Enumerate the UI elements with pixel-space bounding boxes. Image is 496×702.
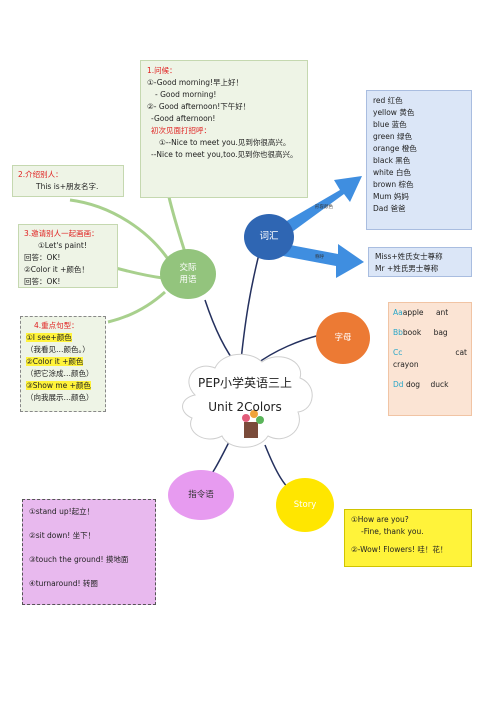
intro-title: 2.介绍别人： (18, 170, 63, 179)
greeting-line: ①-Good morning!早上好！ (147, 78, 244, 87)
title-item: Mr +姓氏男士尊称 (375, 264, 439, 273)
letter-word: dog (405, 380, 421, 389)
pattern-title: 4.重点句型： (34, 321, 79, 330)
pattern-line: ①I see+颜色 (26, 333, 72, 342)
pattern-line: （把它涂成…颜色） (26, 369, 94, 378)
vocab-item: orange 橙色 (373, 144, 417, 153)
invite-line: ②Color it +颜色！ (24, 265, 89, 274)
node-zimu: 字母 (316, 312, 370, 364)
intro-text: This is+朋友名字. (36, 182, 99, 191)
greeting-line: -Good afternoon! (151, 114, 216, 123)
center-subtitle: Unit 2Colors (208, 400, 282, 414)
vocab-item: Mum 妈妈 (373, 192, 409, 201)
command-item: ②sit down! 坐下！ (29, 531, 96, 540)
greeting-line: - Good morning! (155, 90, 217, 99)
pattern-line: （我看见…颜色。） (26, 345, 90, 354)
pattern-line: ②Color it +颜色 (26, 357, 84, 366)
vocab-item: yellow 黄色 (373, 108, 415, 117)
pattern-box: 4.重点句型： ①I see+颜色 （我看见…颜色。） ②Color it +颜… (20, 316, 106, 412)
story-line: ②-Wow! Flowers! 哇！花！ (351, 545, 448, 554)
letter-row: Dd dog duck (393, 379, 467, 391)
center-topic: PEP小学英语三上 Unit 2Colors (190, 374, 300, 416)
title-box: Miss+姓氏女士尊称 Mr +姓氏男士尊称 (368, 247, 472, 277)
command-item: ④turnaround! 转圈 (29, 579, 98, 588)
node-zhiling: 指令语 (168, 470, 234, 520)
branch-label-lower: 称呼 (315, 253, 324, 260)
letter-word: cat (455, 348, 467, 357)
letter-word: bag (433, 328, 448, 337)
greeting-title: 1.问候： (147, 66, 177, 75)
letter-word: apple (402, 308, 424, 317)
arrow-title (283, 244, 364, 278)
pattern-line: ③Show me +颜色 (26, 381, 91, 390)
branch-pattern (107, 290, 167, 324)
pattern-line: （向我展示…颜色） (26, 393, 94, 402)
command-item: ③touch the ground! 摸地面 (29, 555, 129, 564)
letters-box: Aaapple ant Bbbook bag Cc cat crayon Dd … (388, 302, 472, 416)
vocab-item: black 黑色 (373, 156, 411, 165)
letter-word: crayon (393, 360, 419, 369)
node-cihui: 词汇 (244, 214, 294, 260)
letter-row: Bbbook bag (393, 327, 467, 339)
vocab-item: red 红色 (373, 96, 403, 105)
vocab-item: green 绿色 (373, 132, 413, 141)
letter: Aa (393, 308, 403, 317)
greeting-box: 1.问候： ①-Good morning!早上好！ - Good morning… (140, 60, 308, 198)
branch-cihui (239, 249, 261, 371)
letter: Dd (393, 380, 404, 389)
invite-box: 3.邀请别人一起画画： ①Let's paint! 回答：OK! ②Color … (18, 224, 118, 288)
branch-intro (69, 198, 174, 266)
letter-word: ant (435, 308, 449, 317)
command-item: ①stand up!起立！ (29, 507, 95, 516)
intro-box: 2.介绍别人： This is+朋友名字. (12, 165, 124, 197)
vocab-item: blue 蓝色 (373, 120, 407, 129)
title-item: Miss+姓氏女士尊称 (375, 252, 443, 261)
arrow-vocab (285, 176, 362, 232)
letter-word: duck (430, 380, 449, 389)
center-title: PEP小学英语三上 (197, 376, 293, 390)
vocab-box: red 红色 yellow 黄色 blue 蓝色 green 绿色 orange… (366, 90, 472, 230)
story-line: ①How are you? (351, 515, 409, 524)
invite-line: 回答：OK! (24, 277, 61, 286)
invite-title: 3.邀请别人一起画画： (24, 229, 99, 238)
flower-pot-icon (242, 410, 264, 438)
greeting-line: --Nice to meet you,too.见到你也很高兴。 (151, 150, 298, 159)
greeting-subtitle: 初次见面打招呼： (151, 126, 211, 135)
branch-invite (114, 266, 164, 280)
node-jiaoji: 交际 用语 (160, 249, 216, 299)
letter-row: Cc cat (393, 347, 467, 359)
node-story: Story (276, 478, 334, 532)
greeting-line: ②- Good afternoon!下午好！ (147, 102, 251, 111)
letter-row: Aaapple ant (393, 307, 467, 319)
invite-line: ①Let's paint! (38, 241, 87, 250)
story-line: -Fine, thank you. (361, 527, 424, 536)
branch-label-upper: 形容颜色 (315, 203, 333, 210)
greeting-line: ①--Nice to meet you.见到你很高兴。 (159, 138, 291, 147)
command-box: ①stand up!起立！ ②sit down! 坐下！ ③touch the … (22, 499, 156, 605)
story-box: ①How are you? -Fine, thank you. ②-Wow! F… (344, 509, 472, 567)
center-cloud (182, 353, 313, 448)
vocab-item: white 白色 (373, 168, 411, 177)
invite-line: 回答：OK! (24, 253, 61, 262)
letter: Bb (393, 328, 403, 337)
vocab-item: brown 棕色 (373, 180, 414, 189)
letter: Cc (393, 348, 403, 357)
letter-word: book (402, 328, 422, 337)
vocab-item: Dad 爸爸 (373, 204, 406, 213)
